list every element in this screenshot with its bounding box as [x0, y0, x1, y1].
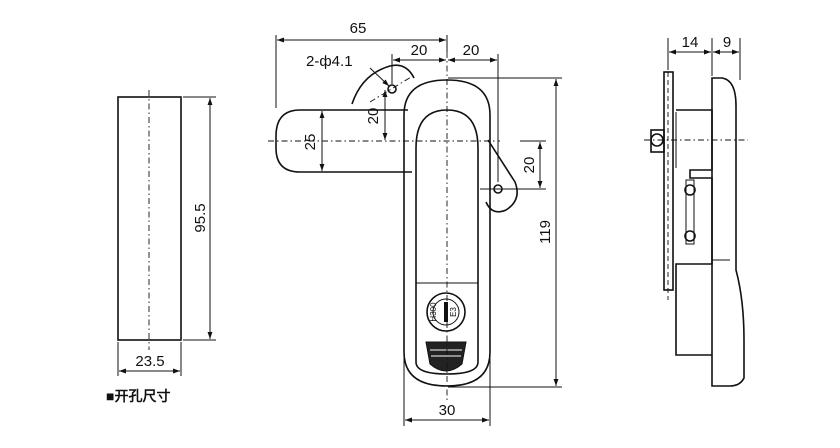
- lock-cylinder: [426, 292, 466, 332]
- cutout-caption: ■开孔尺寸: [106, 388, 170, 404]
- side-screw-housing: [685, 179, 695, 245]
- pivot-spacing-label: 20: [521, 157, 538, 174]
- side-depth-label: 14: [682, 34, 699, 51]
- side-screw-bottom: [684, 230, 696, 242]
- overall-width-label: 65: [350, 20, 367, 37]
- cutout-width-label: 23.5: [135, 353, 164, 370]
- side-flange-label: 9: [723, 34, 731, 51]
- body-width-label: 30: [439, 402, 456, 419]
- offset-left-label: 20: [411, 42, 428, 59]
- tab-height-label: 25: [302, 134, 319, 151]
- top-hole-centerline: [369, 73, 417, 103]
- lock-marking-2: E3: [449, 307, 458, 317]
- hole-note-leader: [369, 67, 390, 87]
- mounting-hole-top: [387, 84, 397, 94]
- handle-top-ear: [351, 64, 415, 105]
- front-view: H300 E3 65 20 20 2-ф4.1 20 25: [268, 20, 562, 426]
- total-height-label: 119: [537, 220, 554, 244]
- hole-note: 2-ф4.1: [306, 53, 353, 70]
- side-handle-profile: [711, 77, 745, 387]
- side-screw-top: [684, 184, 696, 196]
- side-rivet-stem: [650, 129, 665, 153]
- offset-right-label: 20: [463, 42, 480, 59]
- lock-marking: H300: [429, 302, 438, 322]
- hole-vertical-label: 20: [365, 108, 382, 125]
- side-back-plate: [663, 71, 674, 291]
- cutout-height-label: 95.5: [192, 203, 209, 232]
- cutout-rectangle: [117, 96, 182, 341]
- lock-cylinder-inner: [432, 298, 460, 326]
- side-view: 14 9: [644, 34, 748, 387]
- handle-arm-outline: [275, 109, 412, 173]
- cutout-view: 95.5 23.5 ■开孔尺寸: [106, 90, 216, 404]
- handle-inner-channel: [415, 109, 479, 375]
- lock-keyway: [444, 302, 448, 322]
